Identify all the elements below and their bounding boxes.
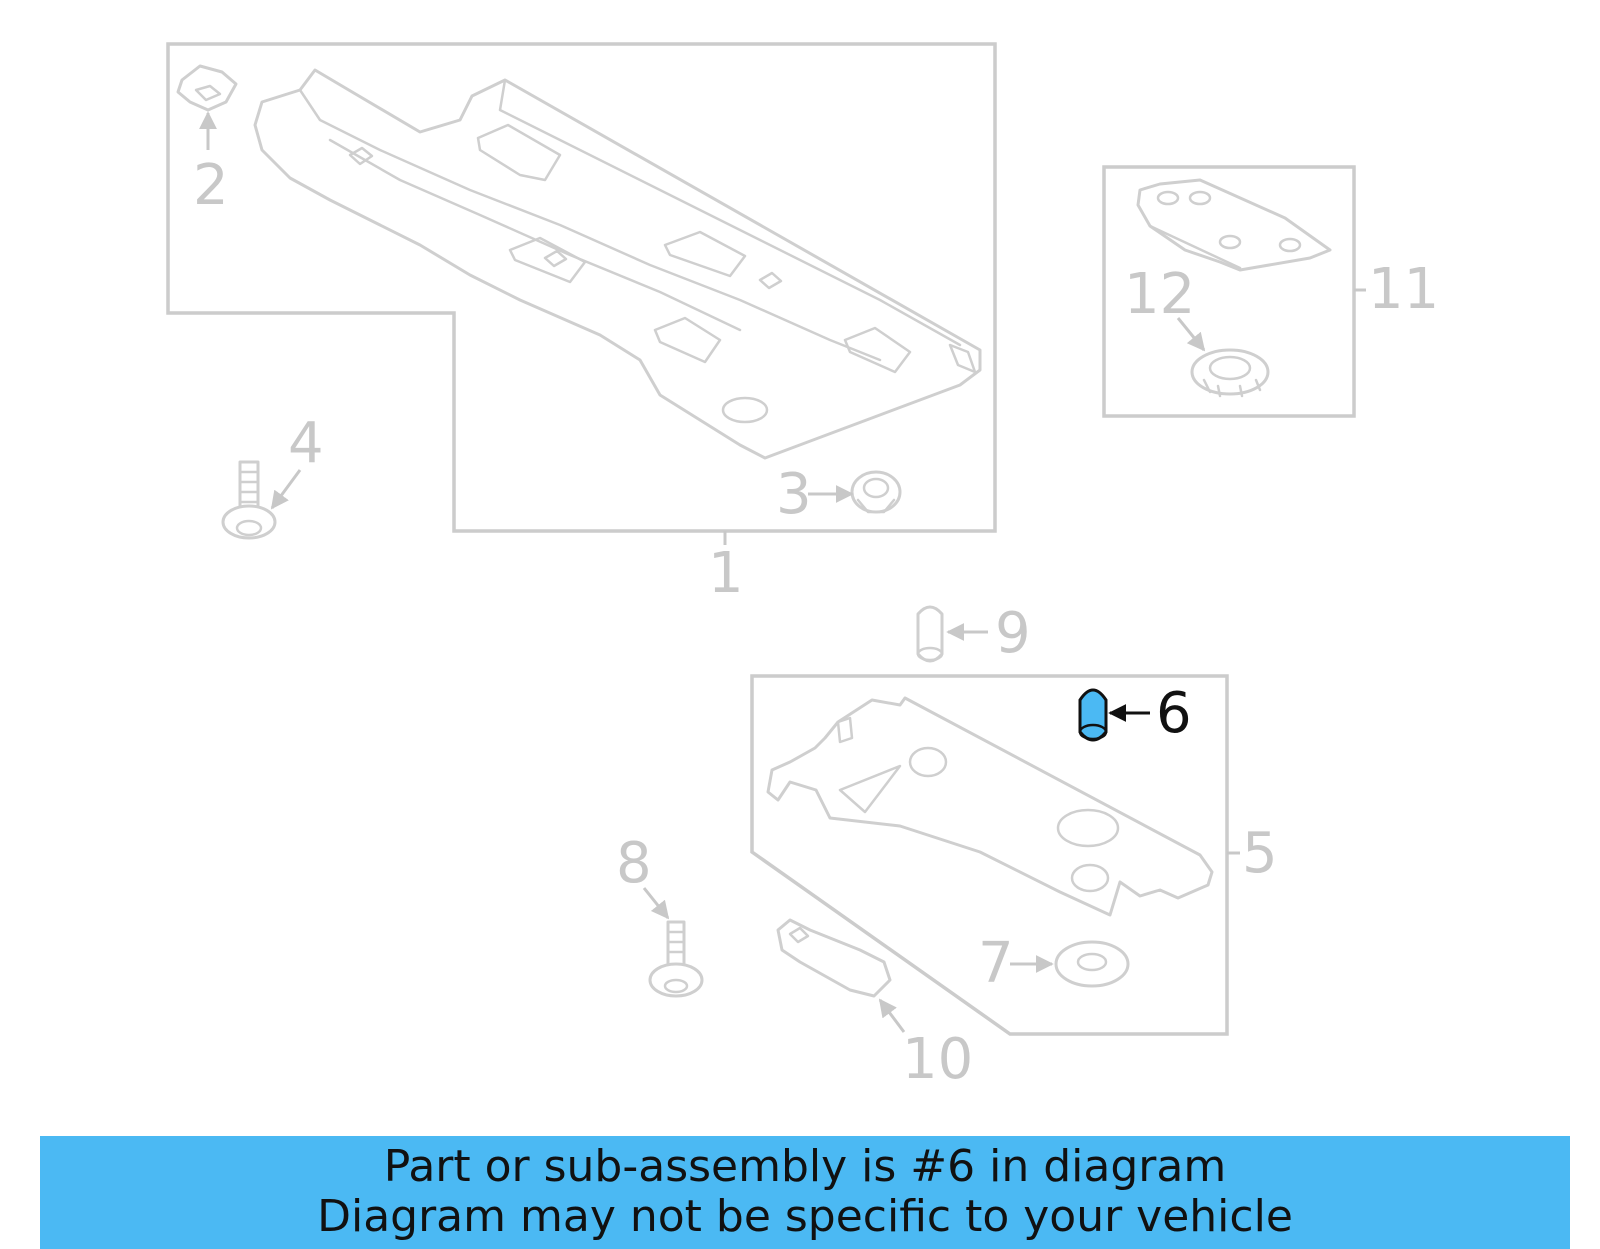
under-cover-part <box>253 68 982 460</box>
callout-2: 2 <box>193 153 229 218</box>
info-banner: Part or sub-assembly is #6 in diagram Di… <box>40 1136 1570 1249</box>
callout-11: 11 <box>1368 257 1439 322</box>
callout-3: 3 <box>776 462 812 527</box>
callout-7: 7 <box>978 931 1014 996</box>
banner-line-1: Part or sub-assembly is #6 in diagram <box>383 1141 1227 1192</box>
assembly-5-group: 6 7 5 <box>750 674 1278 1036</box>
part-10-bracket <box>776 918 906 1033</box>
assembly-5-box <box>750 674 1229 1036</box>
part-6-highlighted <box>1078 688 1150 742</box>
callout-5: 5 <box>1242 821 1278 886</box>
part-12-grommet <box>1176 317 1270 398</box>
part-9-pin <box>916 605 988 663</box>
part-7-washer <box>1010 940 1130 988</box>
part-4-bolt <box>221 460 302 540</box>
callout-1: 1 <box>708 541 744 606</box>
assembly-11-group: 12 11 <box>1102 165 1439 418</box>
banner-line-2: Diagram may not be specific to your vehi… <box>317 1191 1293 1242</box>
side-cover-part <box>766 696 1214 917</box>
callout-12: 12 <box>1124 262 1195 327</box>
assembly-1-group: 2 3 1 <box>166 42 997 606</box>
assembly-1-box <box>166 42 997 533</box>
callout-10: 10 <box>902 1027 973 1092</box>
callout-4: 4 <box>288 411 324 476</box>
part-2-clip <box>176 64 238 150</box>
part-8-bolt <box>642 887 704 998</box>
callout-6: 6 <box>1156 681 1192 746</box>
callout-8: 8 <box>616 831 652 896</box>
callout-9: 9 <box>995 601 1031 666</box>
bracket-part <box>1136 178 1332 272</box>
part-3-nut <box>808 470 902 514</box>
